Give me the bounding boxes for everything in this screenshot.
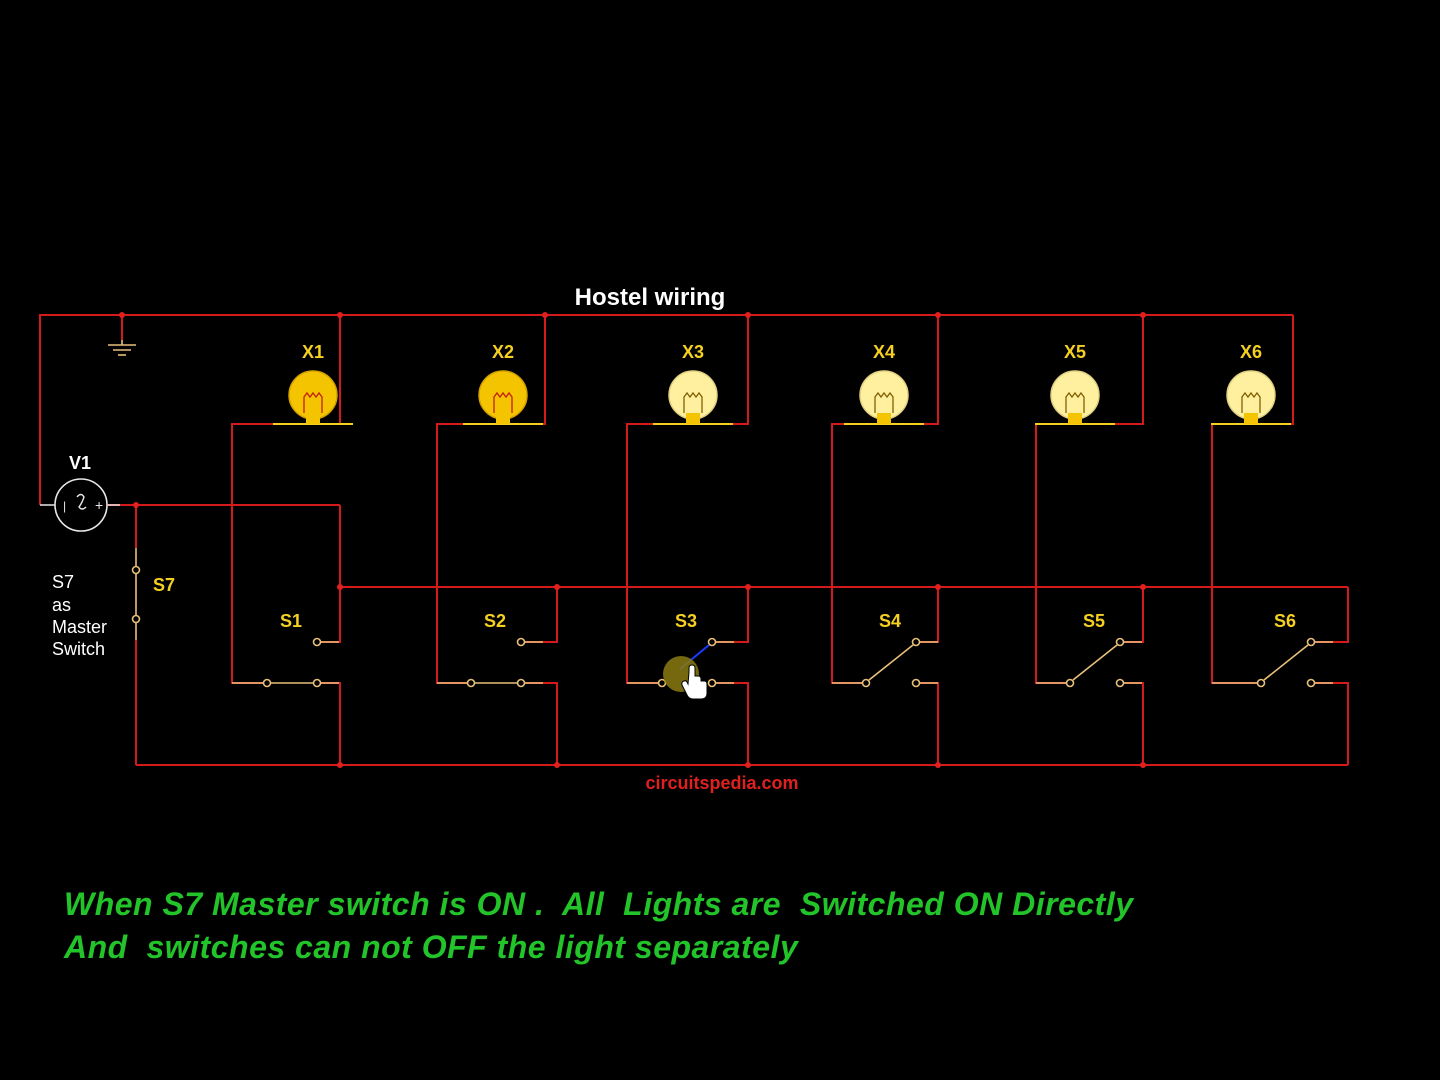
master-note-line-1: S7 <box>52 572 74 592</box>
switch-label: S3 <box>675 611 697 631</box>
junction-node <box>337 762 343 768</box>
junction-node <box>1140 312 1146 318</box>
junction-node <box>542 312 548 318</box>
lamp-label: X3 <box>682 342 704 362</box>
voltage-source-v1: | + V1 <box>40 453 120 532</box>
s7-label: S7 <box>153 575 175 595</box>
junction-nodes <box>119 312 1146 768</box>
switch-s4[interactable]: S4 <box>832 611 938 688</box>
lamp-label: X5 <box>1064 342 1086 362</box>
junction-node <box>133 502 139 508</box>
junction-node <box>745 584 751 590</box>
junction-node <box>1140 762 1146 768</box>
junction-node <box>554 762 560 768</box>
diagram-title: Hostel wiring <box>575 284 726 311</box>
lamp-x6-icon: X6 <box>1211 342 1291 425</box>
junction-node <box>935 312 941 318</box>
lamp-label: X4 <box>873 342 895 362</box>
junction-node <box>745 312 751 318</box>
junction-node <box>337 312 343 318</box>
junction-node <box>745 762 751 768</box>
credit-text: circuitspedia.com <box>645 773 798 793</box>
lamp-label: X2 <box>492 342 514 362</box>
lamp-label: X1 <box>302 342 324 362</box>
switch-label: S2 <box>484 611 506 631</box>
lamp-x2-icon: X2 <box>463 342 543 425</box>
lamp-x4-icon: X4 <box>844 342 924 425</box>
switch-label: S5 <box>1083 611 1105 631</box>
master-note-line-2: as <box>52 595 71 615</box>
svg-text:+: + <box>95 497 103 513</box>
switch-label: S6 <box>1274 611 1296 631</box>
lamp-x1-icon: X1 <box>273 342 353 425</box>
mouse-cursor-icon <box>663 656 708 700</box>
switch-s6[interactable]: S6 <box>1212 611 1333 688</box>
lamp-label: X6 <box>1240 342 1262 362</box>
junction-node <box>554 584 560 590</box>
junction-node <box>119 312 125 318</box>
master-note-line-4: Switch <box>52 639 105 659</box>
switch-label: S1 <box>280 611 302 631</box>
svg-text:|: | <box>63 499 66 513</box>
junction-node <box>1140 584 1146 590</box>
caption-line-2: And switches can not OFF the light separ… <box>64 929 799 965</box>
master-note-line-3: Master <box>52 617 107 637</box>
v1-label: V1 <box>69 453 91 473</box>
master-switch-s7[interactable]: S7 S7 as Master Switch <box>52 548 175 659</box>
switch-label: S4 <box>879 611 901 631</box>
junction-node <box>337 584 343 590</box>
lamp-x3-icon: X3 <box>653 342 733 425</box>
junction-node <box>935 584 941 590</box>
caption-line-1: When S7 Master switch is ON . All Lights… <box>64 886 1134 922</box>
lamp-x5-icon: X5 <box>1035 342 1115 425</box>
junction-node <box>935 762 941 768</box>
ground-symbol <box>108 340 136 356</box>
switch-s5[interactable]: S5 <box>1036 611 1142 688</box>
switch-s2[interactable]: S2 <box>437 611 543 688</box>
switch-s1[interactable]: S1 <box>232 611 339 688</box>
